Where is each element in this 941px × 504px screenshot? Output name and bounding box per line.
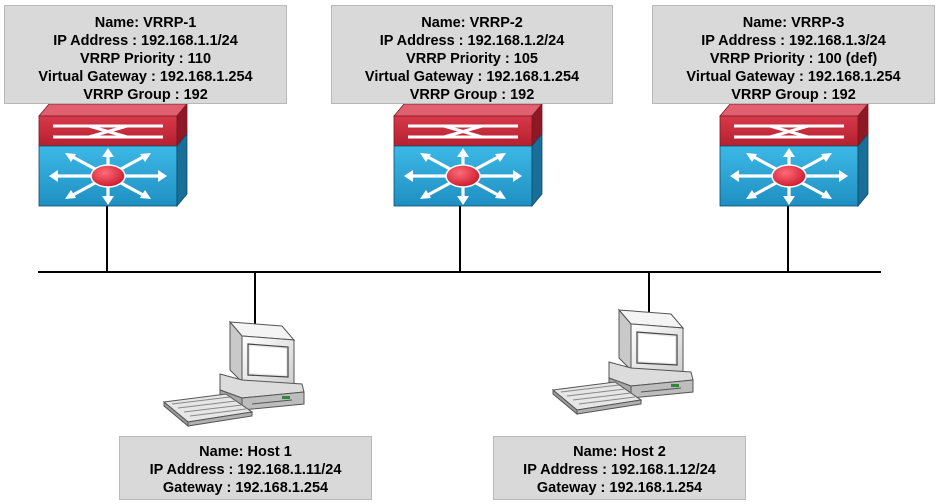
layer3-switch-vrrp-3-icon [718,102,870,208]
host-ip: IP Address : 192.168.1.11/24 [149,462,342,478]
host-ip: IP Address : 192.168.1.12/24 [523,462,716,478]
router-gateway: Virtual Gateway : 192.168.1.254 [38,69,253,85]
router-priority: VRRP Priority : 105 [406,51,538,67]
router-ip: IP Address : 192.168.1.1/24 [53,33,238,49]
router-group: VRRP Group : 192 [731,87,856,103]
router-group: VRRP Group : 192 [83,87,208,103]
router-name: Name: VRRP-3 [742,15,845,31]
router-ip: IP Address : 192.168.1.3/24 [701,33,886,49]
host-label-host-1: Name: Host 1 IP Address : 192.168.1.11/2… [119,436,372,500]
host-label-host-2: Name: Host 2 IP Address : 192.168.1.12/2… [493,436,746,500]
router-gateway: Virtual Gateway : 192.168.1.254 [364,69,580,85]
layer3-switch-vrrp-2-icon [392,102,544,208]
network-links [38,205,881,328]
host-name: Name: Host 2 [573,444,666,460]
host-gateway: Gateway : 192.168.1.254 [162,480,329,496]
router-label-vrrp-1: Name: VRRP-1 IP Address : 192.168.1.1/24… [4,5,287,104]
layer3-switch-vrrp-1-icon [37,102,189,208]
router-priority: VRRP Priority : 110 [79,51,212,67]
router-ip: IP Address : 192.168.1.2/24 [379,33,565,49]
router-name: Name: VRRP-2 [421,15,523,31]
host-gateway: Gateway : 192.168.1.254 [536,480,703,496]
router-group: VRRP Group : 192 [409,87,535,103]
router-name: Name: VRRP-1 [94,15,197,31]
router-label-vrrp-2: Name: VRRP-2 IP Address : 192.168.1.2/24… [331,5,613,104]
desktop-computer-host-1-icon [163,321,305,427]
router-label-vrrp-3: Name: VRRP-3 IP Address : 192.168.1.3/24… [652,5,935,104]
router-priority: VRRP Priority : 100 (def) [709,51,878,67]
host-name: Name: Host 1 [199,444,292,460]
router-gateway: Virtual Gateway : 192.168.1.254 [686,69,901,85]
desktop-computer-host-2-icon [552,309,694,415]
